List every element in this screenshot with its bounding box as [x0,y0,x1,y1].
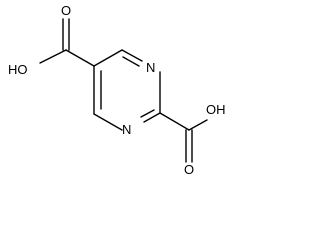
ring-nitrogen-bottom-label: N [122,122,131,137]
ring-bond-c2-n3-inner [140,109,155,118]
left-carboxyl-oxygen-label: O [61,3,71,18]
right-carboxyl-oxygen-label: O [184,162,194,177]
pyrimidine-dicarboxylic-acid-structure: N N O HO O OH [8,3,226,177]
ring-bond-c2-n3 [143,112,161,123]
right-hydroxyl-bond [188,119,208,131]
structure-diagram: N N O HO O OH [8,3,226,177]
left-carboxyl-hydroxyl-label: HO [8,62,28,77]
ring-bond-n3-c4 [93,113,123,131]
ring-bond-c6-n1 [121,49,143,62]
ring-bond-c5-c6 [93,49,123,67]
left-hydroxyl-bond [39,49,67,64]
ring-bond-c6-n1-inner [122,56,140,67]
left-carboxyl-bond [65,49,95,67]
right-carboxyl-hydroxyl-label: OH [206,102,226,117]
ring-nitrogen-top-label: N [146,60,155,75]
right-carboxyl-bond [159,112,190,131]
